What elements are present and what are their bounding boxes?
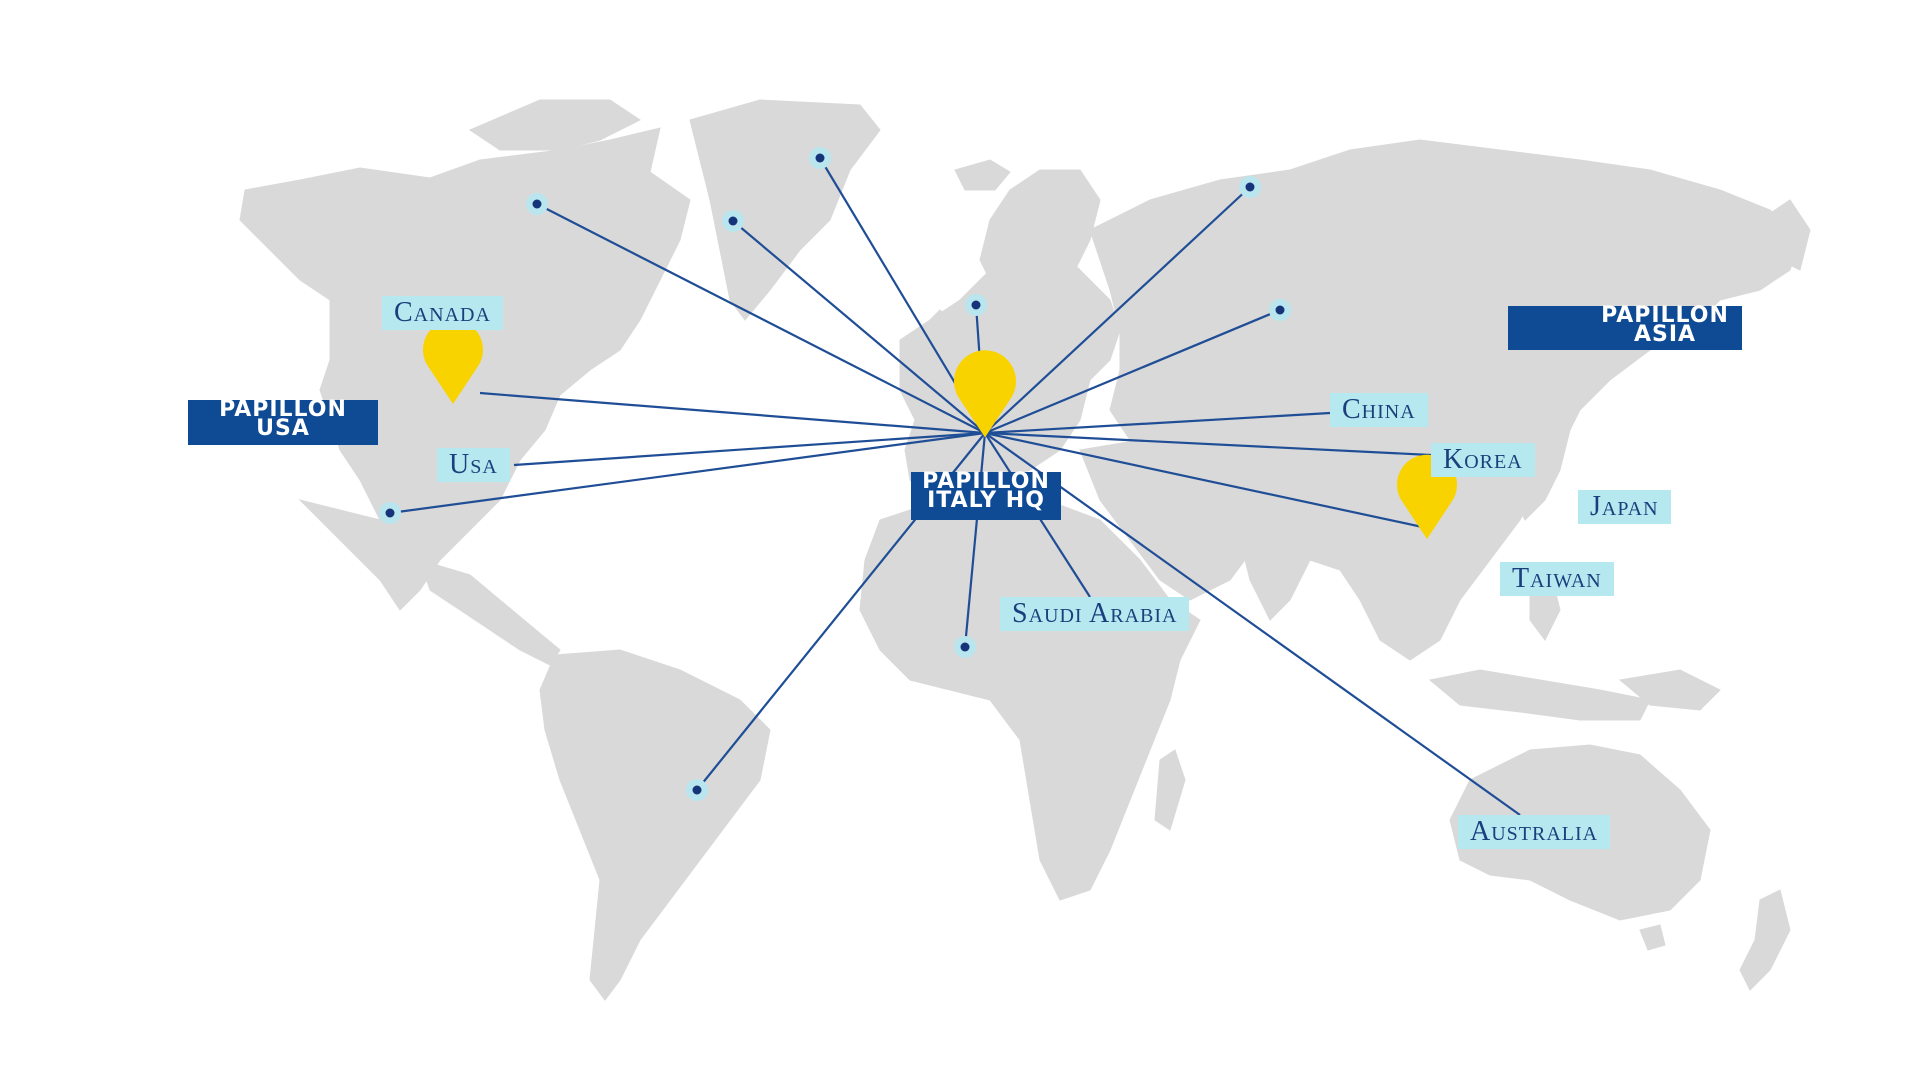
route-to-usa-label xyxy=(513,431,986,467)
route-to-alaska-dot xyxy=(536,203,986,434)
label-usa: Usa xyxy=(437,448,510,482)
route-to-canada-east-dot xyxy=(732,220,986,434)
route-to-china-label xyxy=(984,411,1331,435)
landmass-iceland xyxy=(954,159,1011,191)
office-usa-line1: PAPILLON xyxy=(219,397,347,422)
landmass-canadian-islands xyxy=(468,99,641,151)
label-australia: Australia xyxy=(1458,815,1611,849)
brazil-dot xyxy=(692,785,702,795)
norway-dot xyxy=(971,300,981,310)
office-asia-line2: ASIA xyxy=(1633,322,1697,347)
russia-north-dot xyxy=(1245,182,1255,192)
landmass-madagascar xyxy=(1154,749,1186,831)
label-china: China xyxy=(1330,393,1428,427)
usa-office-pin-icon xyxy=(423,319,483,404)
label-korea: Korea xyxy=(1431,443,1535,477)
greenland-dot xyxy=(815,153,825,163)
landmass-new-zealand xyxy=(1739,889,1791,991)
label-saudi-arabia: Saudi Arabia xyxy=(1000,597,1190,631)
route-to-korea-label xyxy=(984,431,1432,457)
russia-central-dot xyxy=(1275,305,1285,315)
route-to-west-africa-dot xyxy=(963,432,987,648)
landmass-new-guinea xyxy=(1618,669,1721,711)
location-dots xyxy=(379,147,1291,801)
landmass-africa xyxy=(859,494,1201,901)
route-to-canada-pin xyxy=(479,391,986,435)
landmass-central-america xyxy=(419,559,561,666)
route-to-australia-label xyxy=(984,432,1521,816)
office-usa-line2: USA xyxy=(256,416,310,441)
route-to-russia-central-dot xyxy=(984,308,1281,435)
office-label-usa: PAPILLON USA xyxy=(188,397,378,445)
label-taiwan: Taiwan xyxy=(1500,562,1614,596)
office-label-italy: PAPILLON ITALY HQ xyxy=(911,469,1061,520)
italy-office-pin-icon xyxy=(954,350,1016,438)
west-africa-dot xyxy=(960,642,970,652)
landmass-indonesia xyxy=(1428,669,1651,721)
us-west-dot xyxy=(385,508,395,518)
landmass-britain xyxy=(914,309,956,381)
office-label-asia: PAPILLON ASIA xyxy=(1508,303,1742,350)
landmass-japan xyxy=(1514,409,1571,521)
office-italy-line1: PAPILLON xyxy=(922,469,1050,494)
label-japan: Japan xyxy=(1578,490,1671,524)
route-to-us-west-dot xyxy=(389,431,986,515)
landmasses xyxy=(239,99,1811,1001)
route-to-russia-north-dot xyxy=(984,186,1251,434)
landmass-sakhalin-kamchatka xyxy=(1759,199,1811,271)
landmass-south-america xyxy=(539,649,771,1001)
office-asia-line1: PAPILLON xyxy=(1601,303,1729,328)
canada-east-dot xyxy=(728,216,738,226)
route-to-china-pin xyxy=(984,431,1428,530)
landmass-greenland xyxy=(689,99,881,321)
landmass-scandinavia xyxy=(979,169,1101,331)
alaska-dot xyxy=(532,199,542,209)
label-canada: Canada xyxy=(382,296,503,330)
landmass-tasmania xyxy=(1639,924,1666,951)
office-italy-line2: ITALY HQ xyxy=(927,488,1045,513)
